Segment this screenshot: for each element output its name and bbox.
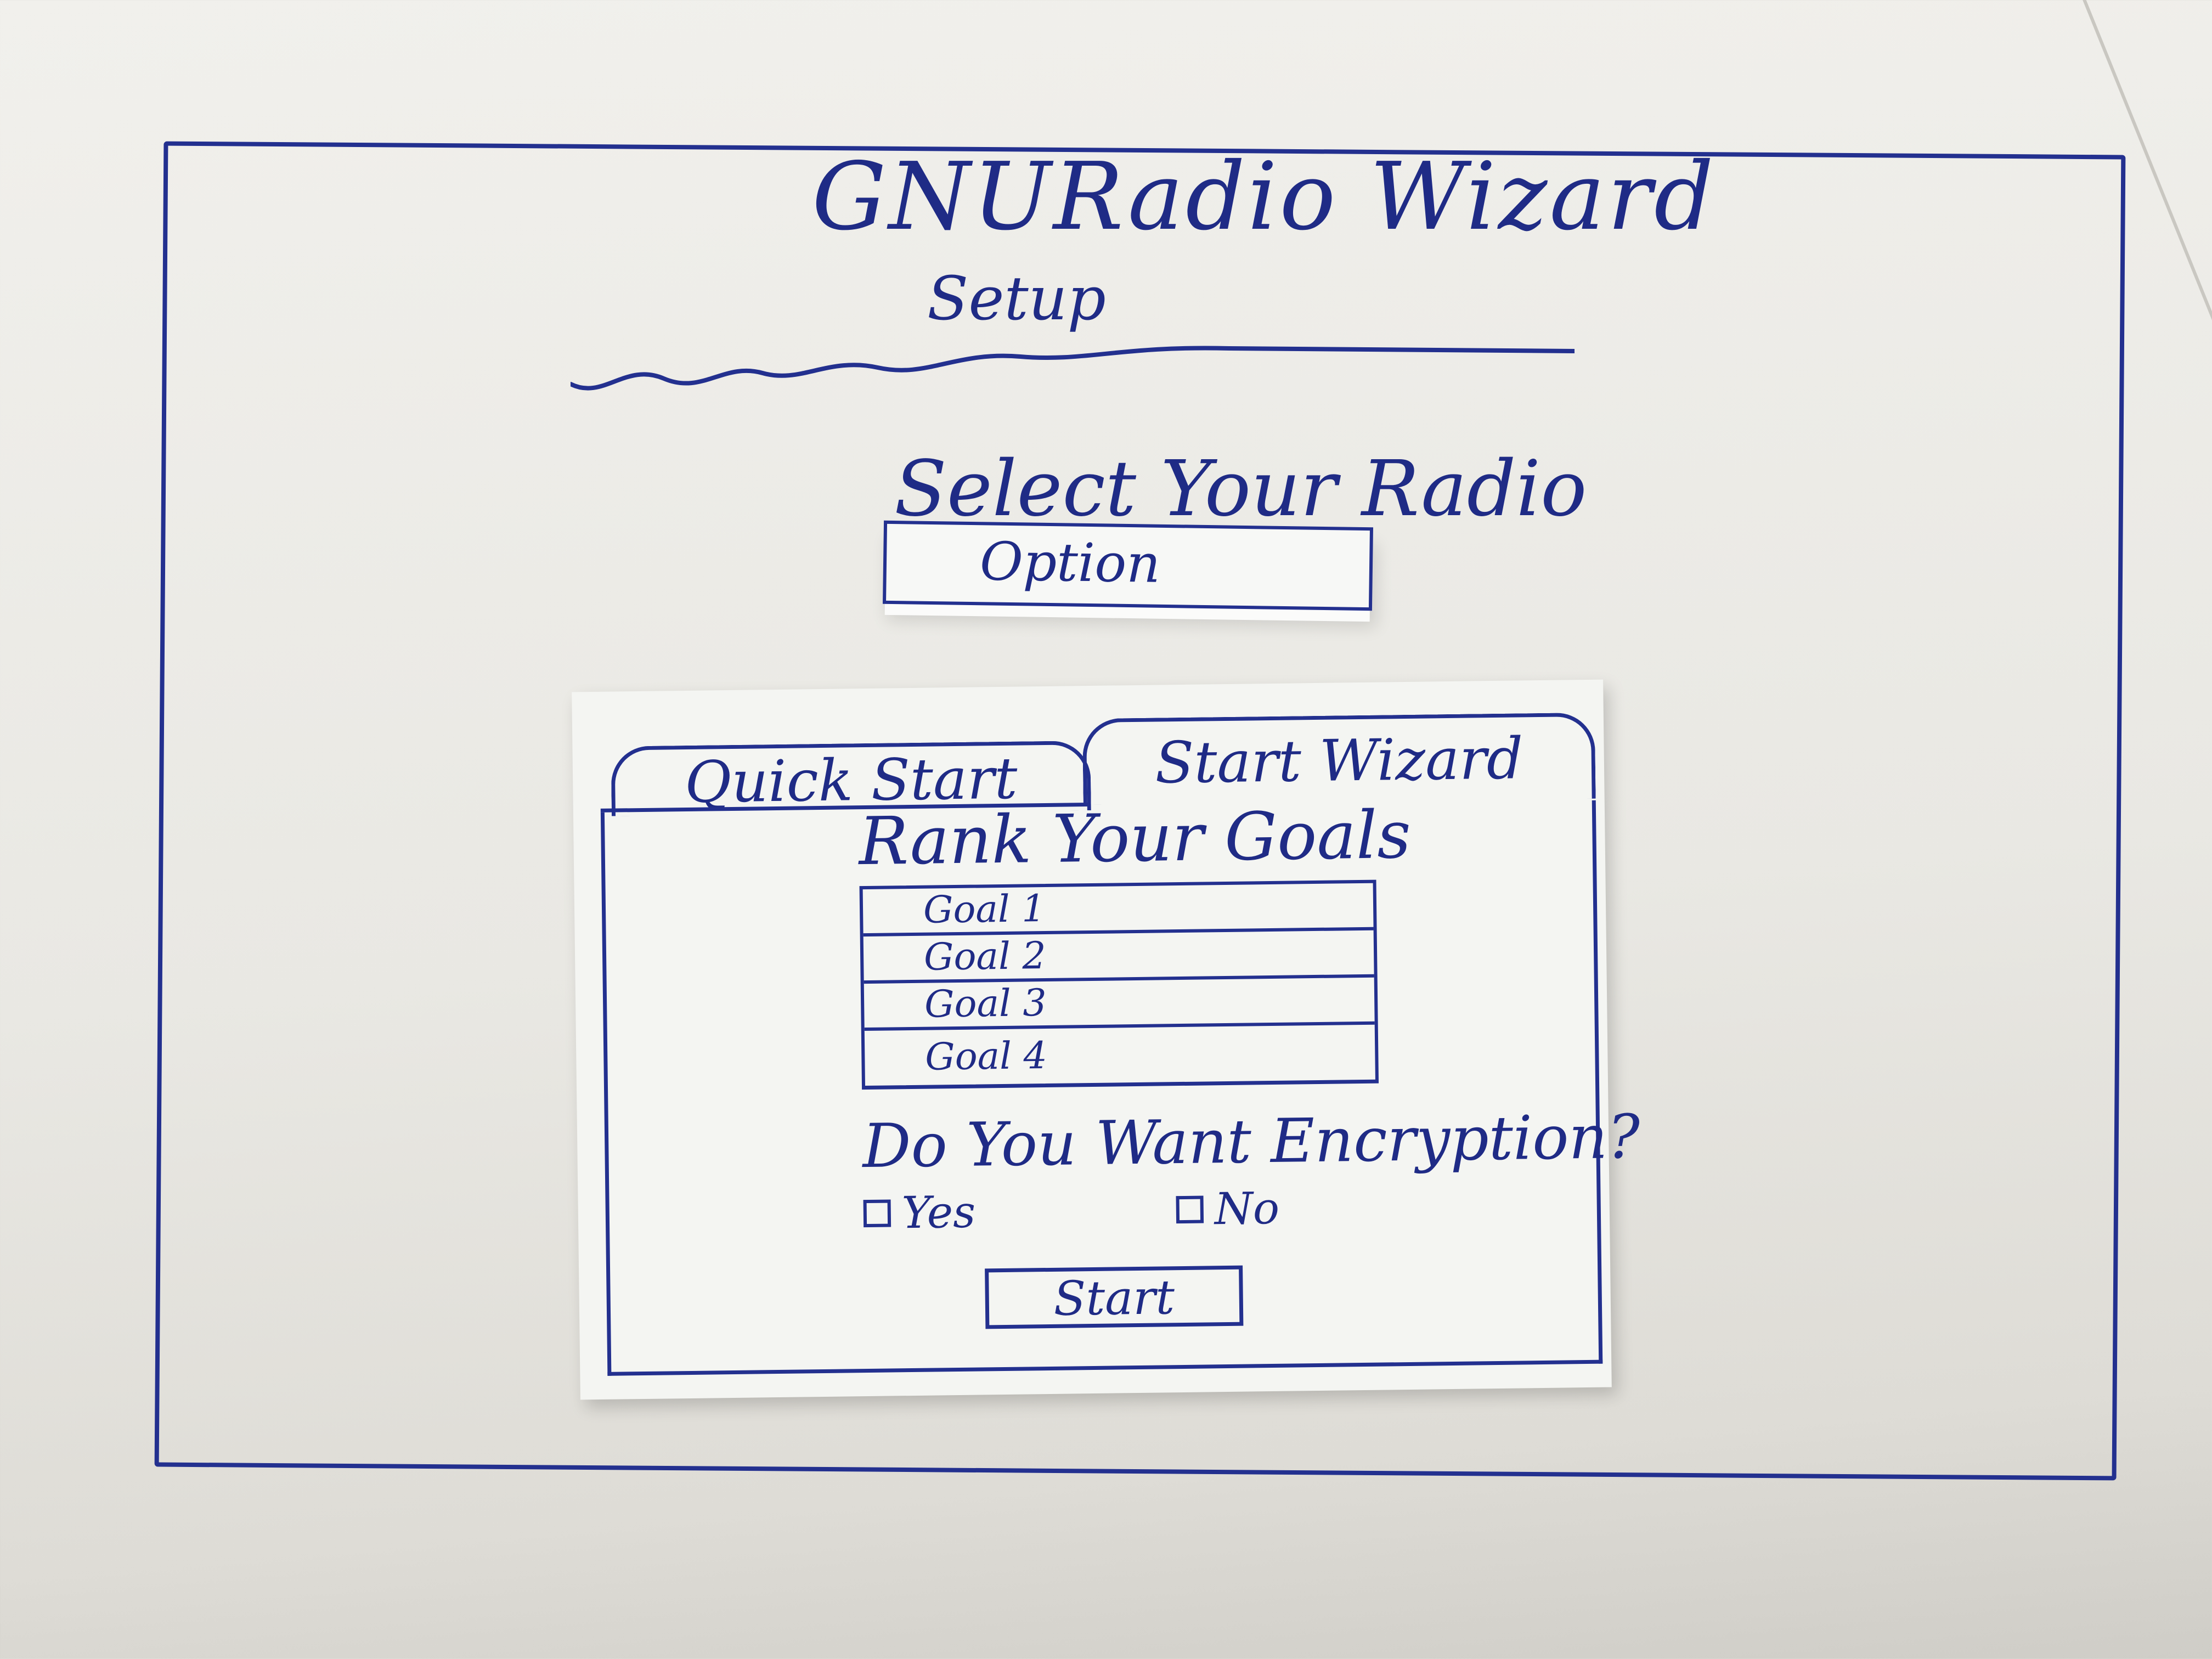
goal-rank-list: Goal 1 Goal 2 Goal 3 Goal 4	[859, 879, 1379, 1090]
header-divider	[571, 346, 1575, 391]
encryption-yes-checkbox[interactable]	[863, 1199, 891, 1227]
wizard-card: Quick Start Start Wizard Rank Your Goals…	[572, 679, 1640, 1400]
tab-start-wizard[interactable]: Start Wizard	[1082, 712, 1596, 805]
encryption-no-label: No	[1214, 1182, 1280, 1235]
radio-select-value: Option	[979, 531, 1161, 595]
goal-item-2[interactable]: Goal 2	[863, 930, 1374, 984]
goal-item-4[interactable]: Goal 4	[924, 1034, 1048, 1079]
encryption-no-option[interactable]: No	[1176, 1182, 1280, 1235]
radio-select-label: Select Your Radio	[894, 444, 1587, 534]
encryption-question: Do You Want Encryption?	[862, 1101, 1640, 1182]
goal-item-3[interactable]: Goal 3	[864, 977, 1375, 1031]
encryption-no-checkbox[interactable]	[1176, 1195, 1204, 1223]
app-title: GNURadio Wizard	[812, 143, 1716, 251]
encryption-yes-option[interactable]: Yes	[863, 1186, 976, 1239]
goal-item-1[interactable]: Goal 1	[862, 883, 1374, 937]
rank-goals-title: Rank Your Goals	[858, 797, 1412, 881]
start-button[interactable]: Start	[985, 1265, 1244, 1329]
encryption-yes-label: Yes	[901, 1186, 976, 1239]
page-subtitle: Setup	[927, 263, 1106, 334]
radio-select-dropdown[interactable]: Option	[882, 520, 1374, 611]
